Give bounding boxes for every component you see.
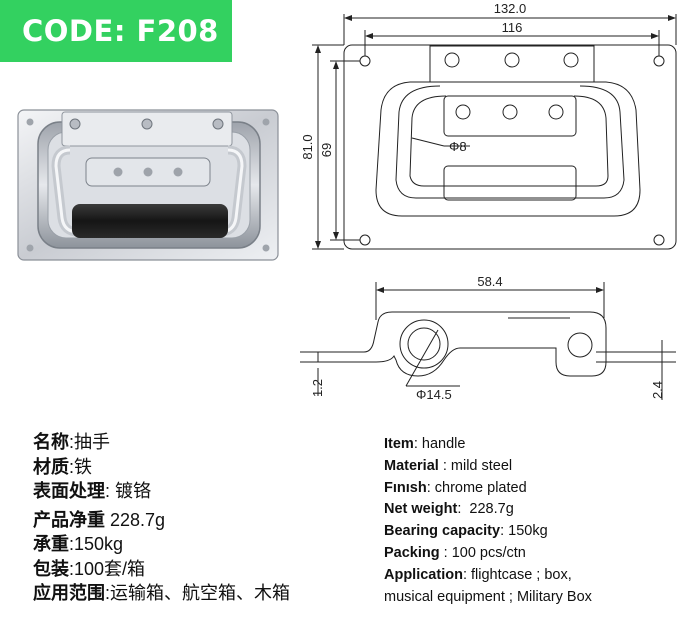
dim-handle-diameter: Φ8 bbox=[449, 139, 467, 154]
spec-row-cn: 应用范围:运输箱、航空箱、木箱 bbox=[33, 583, 291, 603]
dim-width-holes: 116 bbox=[502, 20, 523, 35]
spec-list-chinese: 名称:抽手 材质:铁 表面处理: 镀铬 产品净重 228.7g 承重:150kg… bbox=[33, 430, 363, 606]
spec-row-en: Packing : 100 pcs/ctn bbox=[384, 544, 526, 561]
dim-height-holes: 69 bbox=[319, 143, 334, 157]
spec-row-cn: 材质:铁 bbox=[33, 456, 93, 477]
spec-row-en: Net weight: 228.7g bbox=[384, 501, 514, 518]
spec-row-cn: 包装:100套/箱 bbox=[33, 558, 146, 579]
spec-row-cn: 承重:150kg bbox=[33, 534, 124, 554]
spec-row-en: Fınısh: chrome plated bbox=[384, 479, 527, 496]
product-code-badge: CODE: F208 bbox=[0, 0, 232, 62]
dim-height-overall: 81.0 bbox=[300, 134, 315, 159]
dim-tube-diameter: Φ14.5 bbox=[416, 387, 452, 402]
dim-plate-thickness: 1.2 bbox=[310, 379, 325, 397]
spec-row-en: Application: flightcase ; box, bbox=[384, 566, 572, 583]
spec-row-en: Bearing capacity: 150kg bbox=[384, 523, 548, 540]
spec-row-cn: 名称:抽手 bbox=[33, 432, 111, 452]
spec-row-cn: 产品净重 228.7g bbox=[33, 509, 166, 530]
spec-row-en: musical equipment ; Military Box bbox=[384, 588, 592, 605]
spec-row-cn: 表面处理: 镀铬 bbox=[33, 481, 152, 501]
spec-row-en: Item: handle bbox=[384, 436, 466, 452]
dim-width-overall: 132.0 bbox=[494, 1, 527, 16]
dim-total-thickness: 2.4 bbox=[650, 381, 665, 399]
dim-depth: 58.4 bbox=[477, 274, 502, 289]
spec-list-english: Item: handle Material : mild steel Fınıs… bbox=[384, 433, 694, 607]
spec-row-en: Material : mild steel bbox=[384, 457, 513, 474]
